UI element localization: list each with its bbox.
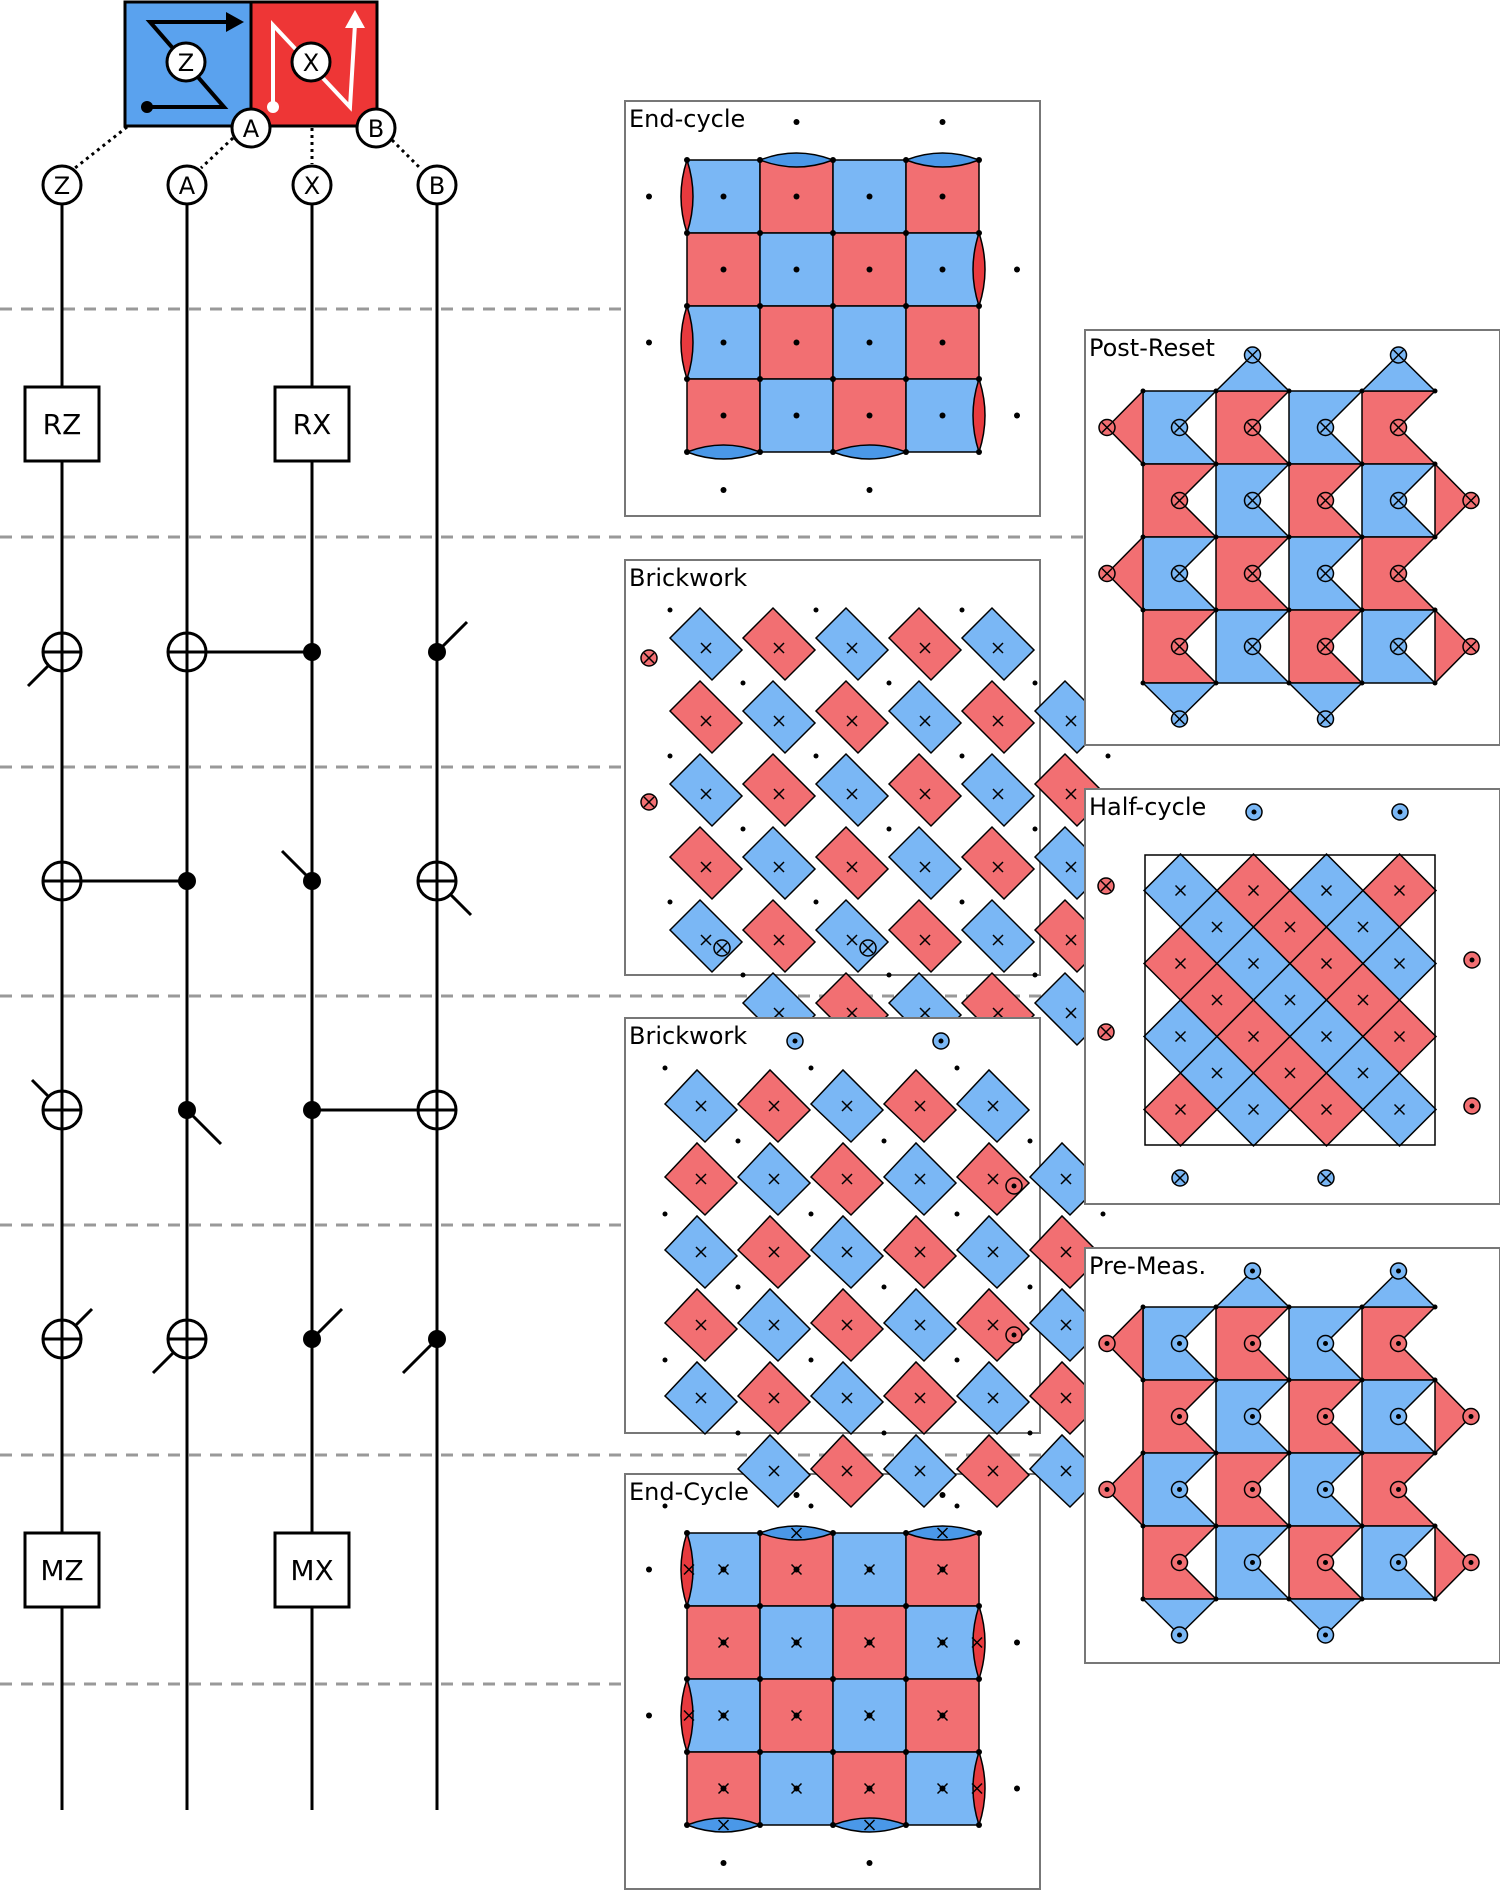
- plaquette: [960, 679, 1036, 755]
- cnot-control: [428, 1330, 446, 1348]
- svg-text:MX: MX: [290, 1554, 333, 1587]
- plaquette: [960, 752, 1036, 828]
- panel-title: Post-Reset: [1089, 334, 1215, 362]
- rx-gate: RX: [273, 385, 351, 463]
- boundary-triangle: [1105, 389, 1144, 466]
- boundary-triangle: [1434, 608, 1473, 685]
- panel-brickwork-2: Brickwork: [624, 1017, 1106, 1509]
- boundary-triangle: [1214, 1269, 1291, 1308]
- cnot-control: [428, 643, 446, 661]
- panel-title: End-cycle: [629, 105, 745, 133]
- qubit-a: A: [166, 164, 208, 206]
- x-label: X: [303, 49, 319, 77]
- plaquette: [960, 606, 1036, 682]
- panel-end-cycle-top: End-cycle: [624, 100, 1041, 517]
- plaquette: [814, 752, 890, 828]
- boundary-triangle: [1141, 1598, 1218, 1637]
- plaquette: [887, 898, 963, 974]
- plaquette: [741, 898, 817, 974]
- plaquette: [887, 679, 963, 755]
- svg-text:X: X: [304, 172, 320, 200]
- boundary-triangle: [1360, 353, 1437, 392]
- boundary-triangle: [1287, 1598, 1364, 1637]
- circuit: Z A X B RZ RX MZ MX: [23, 164, 473, 1810]
- x-label-circle: [290, 41, 332, 83]
- boundary-triangle: [1360, 1269, 1437, 1308]
- plaquette: [814, 679, 890, 755]
- svg-text:RZ: RZ: [43, 408, 82, 441]
- svg-text:MZ: MZ: [40, 1554, 83, 1587]
- plaquette: [741, 606, 817, 682]
- plaquette: [668, 825, 744, 901]
- cnot-control: [303, 1330, 321, 1348]
- cnot-control: [303, 1101, 321, 1119]
- cnot-control: [303, 643, 321, 661]
- port-a-label: A: [243, 115, 260, 143]
- boundary-triangle: [1287, 682, 1364, 721]
- boundary-triangle: [1105, 1305, 1144, 1382]
- panel-brickwork-1: Brickwork: [624, 559, 1111, 1051]
- x-arrow-head: [345, 10, 365, 28]
- mx-gate: MX: [273, 1531, 351, 1609]
- svg-text:RX: RX: [293, 408, 332, 441]
- panel-title: Pre-Meas.: [1089, 1252, 1206, 1280]
- plaquette: [814, 606, 890, 682]
- boundary-triangle: [1105, 1451, 1144, 1528]
- svg-text:A: A: [179, 172, 196, 200]
- qubit-z: Z: [41, 164, 83, 206]
- plaquette: [668, 679, 744, 755]
- cnot-control: [303, 872, 321, 890]
- panel-title: Half-cycle: [1089, 793, 1206, 821]
- cnot-control: [178, 1101, 196, 1119]
- svg-text:B: B: [429, 172, 445, 200]
- boundary-triangle: [1214, 353, 1291, 392]
- port-b-circle: [355, 107, 397, 149]
- legend: Z X A B: [74, 0, 422, 170]
- plaquette: [887, 825, 963, 901]
- panel-title: End-Cycle: [629, 1478, 749, 1506]
- z-arrow-head: [226, 12, 244, 32]
- cnot-control: [178, 872, 196, 890]
- boundary-triangle: [1434, 1524, 1473, 1601]
- plaquette: [814, 825, 890, 901]
- plaquette: [668, 752, 744, 828]
- plaquette: [741, 679, 817, 755]
- plaquette: [686, 305, 761, 380]
- plaquette: [759, 1605, 834, 1680]
- plaquette: [887, 606, 963, 682]
- boundary-triangle: [1141, 682, 1218, 721]
- panel-pre-meas: Pre-Meas.: [1084, 1247, 1500, 1664]
- plaquette: [741, 825, 817, 901]
- panel-end-cycle-bottom: End-Cycle: [624, 1473, 1041, 1890]
- panel-title: Brickwork: [629, 1022, 747, 1050]
- port-b-label: B: [368, 115, 384, 143]
- rz-gate: RZ: [23, 385, 101, 463]
- z-label: Z: [178, 49, 194, 77]
- qubit-b: B: [416, 164, 458, 206]
- panel-post-reset: Post-Reset: [1084, 329, 1500, 746]
- z-label-circle: [165, 41, 207, 83]
- port-a-circle: [230, 107, 272, 149]
- boundary-triangle: [1434, 1378, 1473, 1455]
- panel-title: Brickwork: [629, 564, 747, 592]
- plaquette: [887, 752, 963, 828]
- boundary-triangle: [1434, 462, 1473, 539]
- plaquette: [960, 825, 1036, 901]
- qubit-x: X: [291, 164, 333, 206]
- plaquette: [668, 606, 744, 682]
- panels: End-cycleEnd-CycleBrickworkBrickworkPost…: [624, 100, 1500, 1890]
- cnot-layers: [26, 620, 473, 1375]
- boundary-triangle: [1105, 535, 1144, 612]
- mz-gate: MZ: [23, 1531, 101, 1609]
- plaquette: [960, 898, 1036, 974]
- svg-text:Z: Z: [54, 172, 70, 200]
- plaquette: [741, 752, 817, 828]
- panel-half-cycle: Half-cycle: [1084, 788, 1500, 1205]
